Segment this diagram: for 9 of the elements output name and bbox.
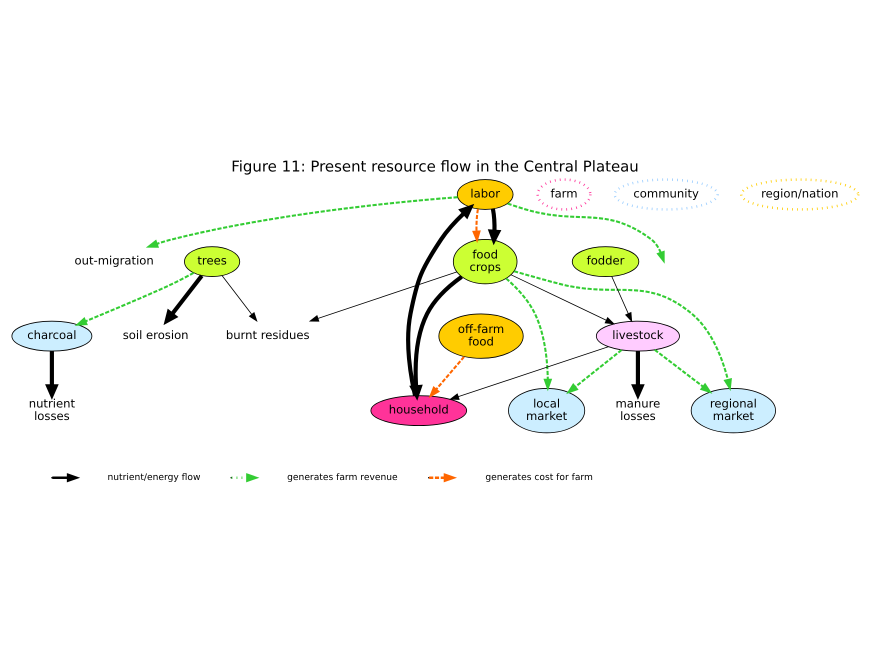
node-text: nutrient losses	[28, 396, 76, 423]
node-text: soil erosion	[122, 328, 189, 342]
legend-label: generates farm revenue	[287, 473, 398, 484]
legend-label: nutrient/energy flow	[107, 473, 200, 484]
node-text: burnt residues	[226, 328, 310, 342]
node-text: out-migration	[74, 254, 154, 268]
diagram-title: Figure 11: Present resource flow in the Central Plateau	[231, 158, 639, 176]
legend-label: generates cost for farm	[485, 473, 593, 484]
node-text: manure losses	[616, 396, 660, 423]
